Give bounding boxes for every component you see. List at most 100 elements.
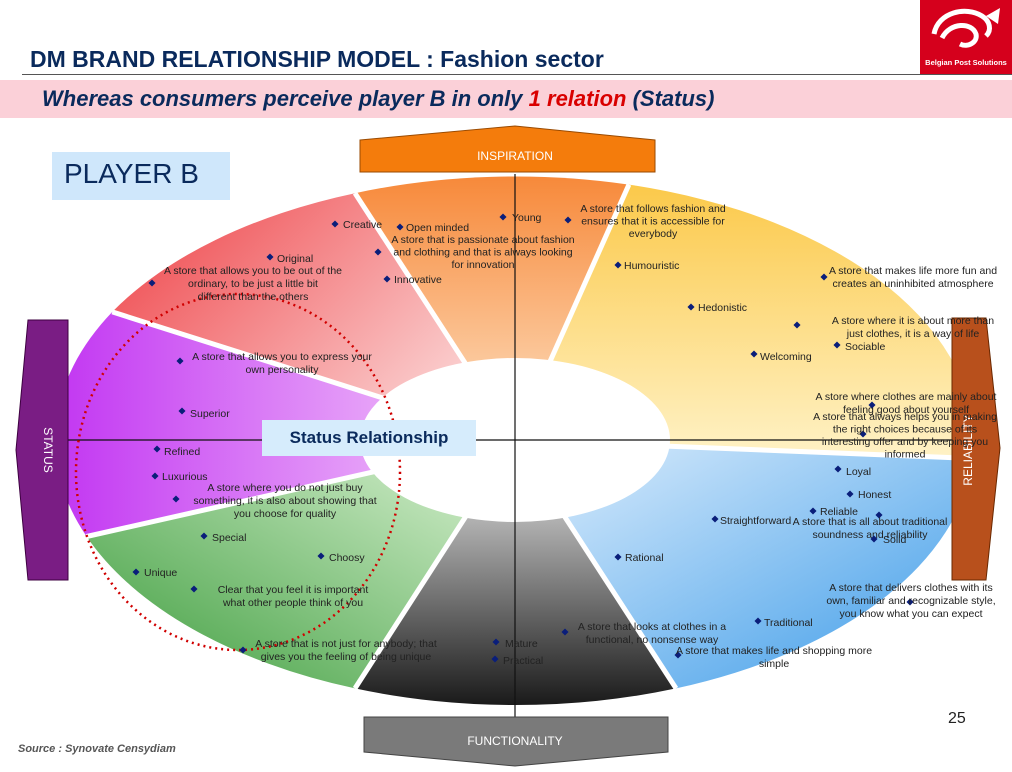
marker — [687, 303, 695, 311]
page-title: DM BRAND RELATIONSHIP MODEL : Fashion se… — [30, 46, 604, 72]
title-divider — [22, 74, 1012, 75]
marker — [833, 341, 841, 349]
statement-line: own personality — [246, 364, 320, 376]
statement-line: soundness and reliability — [813, 529, 929, 541]
marker — [200, 532, 208, 540]
marker — [793, 321, 801, 329]
marker — [820, 273, 828, 281]
marker — [151, 472, 159, 480]
player-label: PLAYER B — [64, 158, 199, 189]
statement-label: A store that is passionate about fashion… — [391, 234, 574, 271]
marker — [561, 628, 569, 636]
statement-label: Refined — [164, 446, 200, 458]
statement-line: different than the others — [198, 291, 309, 303]
marker — [492, 638, 500, 646]
inspiration-arrow — [359, 125, 656, 173]
segment-reliability — [515, 440, 973, 689]
segment-inspiration-left — [355, 176, 629, 440]
statement-line: functional, no nonsense way — [586, 634, 719, 646]
marker — [754, 617, 762, 625]
statement-label: Practical — [503, 655, 543, 667]
statement-line: A store where clothes are mainly about — [816, 391, 997, 403]
statement-line: A store where you do not just buy — [207, 482, 363, 494]
status-highlight-ring — [74, 292, 402, 652]
statement-label: Choosy — [329, 552, 365, 564]
statement-line: interesting offer and by keeping you — [822, 436, 988, 448]
statement-label: Unique — [144, 567, 177, 579]
statement-label: Straightforward — [720, 515, 791, 527]
statement-line: A store that allows you to be out of the — [164, 265, 342, 277]
subtitle-highlight: 1 relation — [528, 86, 627, 111]
statement-line: you know what you can expect — [839, 608, 982, 620]
marker — [383, 275, 391, 283]
marker — [750, 350, 758, 358]
functionality-arrow — [363, 716, 669, 767]
statement-line: creates an uninhibited atmosphere — [832, 278, 993, 290]
marker — [711, 515, 719, 523]
statement-label: Honest — [858, 489, 891, 501]
subtitle-prefix: Whereas consumers perceive player B in o… — [42, 86, 529, 111]
statement-line: just clothes, it is a way of life — [846, 328, 980, 340]
marker — [153, 445, 161, 453]
logo-caption: Belgian Post Solutions — [925, 58, 1007, 67]
statement-line: A store that always helps you in making — [813, 411, 997, 423]
marker — [614, 553, 622, 561]
statement-line: the right choices because of its — [833, 424, 977, 436]
marker — [674, 651, 682, 659]
marker — [172, 495, 180, 503]
marker — [868, 401, 876, 409]
statement-line: and clothing and that is always looking — [393, 247, 572, 259]
statement-line: A store that is not just for anybody; th… — [255, 638, 437, 650]
company-logo: Belgian Post Solutions — [920, 0, 1012, 74]
statement-line: everybody — [629, 228, 678, 240]
marker — [870, 535, 878, 543]
statement-label: Creative — [343, 219, 382, 231]
statement-line: what other people think of you — [222, 597, 363, 609]
statement-line: feeling good about yourself — [843, 404, 969, 416]
marker — [396, 223, 404, 231]
statement-line: A store that makes life more fun and — [829, 265, 997, 277]
marker — [564, 216, 572, 224]
reliability-label: RELIABILITY — [961, 414, 975, 485]
marker — [875, 511, 883, 519]
player-label-box: PLAYER B — [52, 152, 230, 200]
marker — [148, 279, 156, 287]
statement-line: A store that allows you to express your — [192, 351, 372, 363]
functionality-label: FUNCTIONALITY — [467, 734, 562, 748]
statement-label: Open minded — [406, 222, 469, 234]
statement-label: Superior — [190, 408, 230, 420]
statement-label: Traditional — [764, 617, 813, 629]
statement-line: A store that delivers clothes with its — [829, 582, 992, 594]
status-label: STATUS — [41, 427, 55, 473]
statement-line: own, familiar and recognizable style, — [826, 595, 995, 607]
marker — [374, 248, 382, 256]
statement-line: A store that is all about traditional — [793, 516, 948, 528]
statement-label: Solid — [883, 534, 907, 546]
statement-label: A store that makes life and shopping mor… — [676, 645, 872, 670]
statement-markers: Creative Open minded Young A store that … — [132, 203, 997, 670]
marker — [491, 655, 499, 663]
statement-label: A store that allows you to be out of the… — [164, 265, 342, 303]
statement-label: Humouristic — [624, 260, 679, 272]
statement-label: Innovative — [394, 274, 442, 286]
marker — [499, 213, 507, 221]
statement-line: A store where it is about more than — [832, 315, 994, 327]
subtitle: Whereas consumers perceive player B in o… — [42, 86, 714, 112]
statement-label: Young — [512, 212, 542, 224]
status-arrow — [15, 319, 69, 581]
post-horn-icon — [931, 8, 1000, 48]
inspiration-label: INSPIRATION — [477, 149, 553, 163]
marker — [834, 465, 842, 473]
statement-line: A store that follows fashion and — [580, 203, 725, 215]
segment-status-bottom — [86, 440, 515, 689]
statement-line: A store that is passionate about fashion — [391, 234, 574, 246]
